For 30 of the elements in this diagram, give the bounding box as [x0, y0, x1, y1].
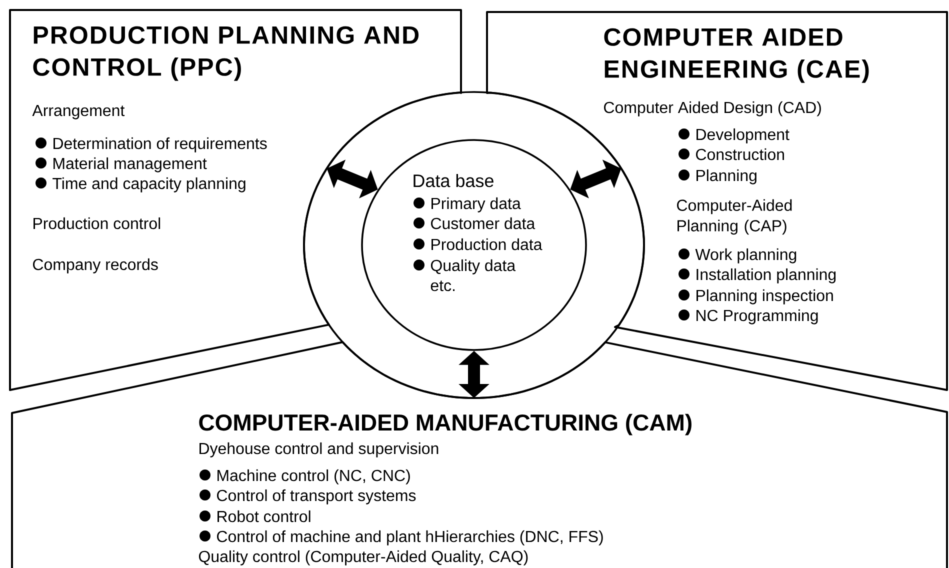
- section-label: Arrangement: [32, 105, 125, 120]
- list-item: Planning: [696, 169, 756, 184]
- database-title: Data base: [414, 174, 494, 188]
- panel-heading: COMPUTER-AIDED MANUFACTURING (CAM): [199, 414, 692, 436]
- panel-heading: PRODUCTION PLANNING AND CONTROL (PPC): [33, 26, 419, 81]
- section-label: etc.: [430, 280, 455, 292]
- list-item: NC Programming: [696, 309, 818, 324]
- section-label: Dyehouse control and supervision: [200, 442, 438, 458]
- list-item: Production data: [432, 238, 542, 250]
- section-label: Company records: [33, 258, 158, 274]
- section-label: Production control: [34, 217, 160, 230]
- list-item: Machine control (NC, CNC): [218, 469, 410, 484]
- list-item: Material management: [54, 157, 207, 172]
- panel-heading: COMPUTER AIDED ENGINEERING (CAE): [604, 28, 869, 83]
- list-item: Construction: [696, 148, 784, 160]
- list-item: Primary data: [432, 197, 521, 212]
- list-item: Work planning: [695, 248, 796, 264]
- list-item: Customer data: [431, 217, 536, 230]
- section-label: Computer Aided Design (CAD): [604, 101, 821, 116]
- list-item: Determination of requirements: [54, 137, 267, 152]
- list-item: Control of machine and plant hHierarchies (DNC, FFS): [217, 530, 603, 546]
- list-item: Control of transport systems: [217, 489, 416, 504]
- list-item: Development: [696, 128, 790, 144]
- list-item: Robot control: [218, 510, 310, 522]
- section-label: Computer-Aided Planning (CAP): [677, 199, 792, 235]
- section-label: Quality control (Computer-Aided Quality, CAQ): [198, 550, 528, 566]
- list-item: Time and capacity planning: [52, 177, 246, 192]
- list-item: Planning inspection: [696, 289, 833, 304]
- list-item: Quality data: [430, 259, 516, 274]
- list-item: Installation planning: [696, 268, 836, 284]
